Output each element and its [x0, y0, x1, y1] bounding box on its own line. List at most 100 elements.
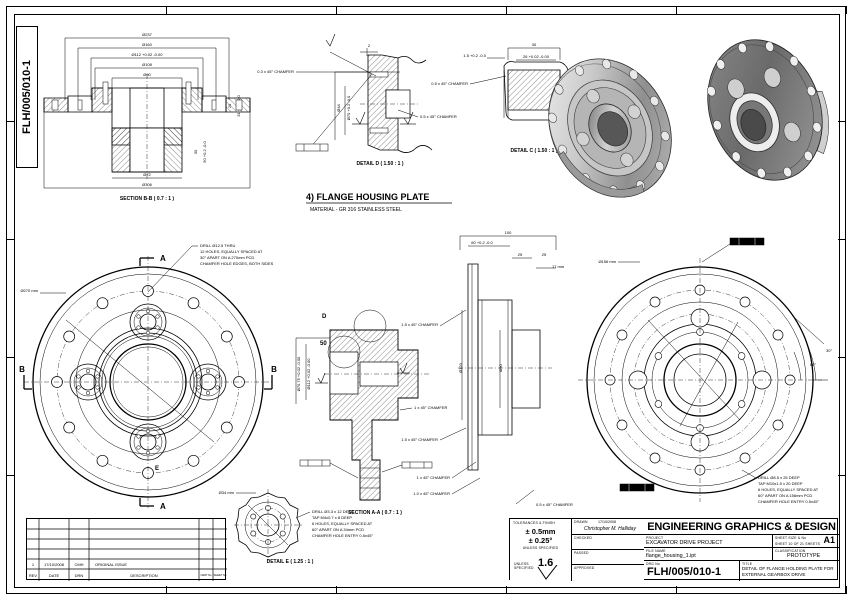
- revision-table: 1 17/10/2008 CMH ORIGINAL ISSUE REV DATE…: [26, 518, 227, 581]
- dim-side-0: 100: [505, 230, 512, 235]
- zone-left-d: [6, 357, 14, 476]
- dim-bb-10: 50 +0.2 -0.0: [202, 140, 207, 162]
- zone-top-3: [336, 6, 507, 14]
- rear-view-notes: Ø156 mm DRILL Ø8.5 x 25 DEEP TAP M10x1.5…: [598, 237, 819, 504]
- finish-caption: UNLESS SPECIFIED: [514, 562, 534, 570]
- note-e-l2: 6 HOLES, EQUALLY SPACED AT: [312, 521, 373, 526]
- dim-side-3: 25: [542, 252, 547, 257]
- sheet-size-caption: SHEET SIZE & No: [775, 536, 807, 540]
- note-e-l0: DRILL Ø3.3 x 12 DEEP: [312, 509, 354, 514]
- detail-circle-d: [353, 309, 387, 343]
- drawn-name: Christopher M. Halliday: [584, 526, 636, 532]
- detail-e-notes: Ø34 mm DRILL Ø3.3 x 12 DEEP TAP M4x0.7 x…: [219, 490, 374, 565]
- zone-bot-2: [166, 586, 337, 594]
- signature-column: DRAWN 17/10/2008 Christopher M. Halliday…: [572, 519, 644, 581]
- checked-caption: CHECKED: [574, 536, 592, 540]
- note-front-l0: DRILL Ø12.5 THRU: [200, 243, 235, 248]
- checked-cell: CHECKED: [572, 535, 644, 550]
- tolerance-caption: TOLERANCES & FINISH: [513, 521, 555, 525]
- zone-right-c: [838, 239, 846, 358]
- zone-top-1: [6, 6, 167, 14]
- note-c-0: 0.5 x 45° CHAMFER: [431, 81, 468, 86]
- dim-c-2: 1.5 +0.2 -0.0: [463, 53, 486, 58]
- zone-bot-4: [506, 586, 677, 594]
- note-e-l1: TAP M4x0.7 x 8 DEEP: [312, 515, 352, 520]
- rev-row-date: 17/10/2008: [44, 562, 65, 567]
- part-title-material: MATERIAL - GR 316 STAINLESS STEEL: [310, 207, 402, 213]
- dim-side-5: Ø120: [458, 362, 463, 373]
- file-name-value: flange_housing_1.ipt: [646, 553, 696, 559]
- label-section-bb: SECTION B-B ( 0.7 : 1 ): [120, 196, 175, 202]
- rev-row-rev: 1: [32, 562, 35, 567]
- classification-caption: CLASSIFICATION: [775, 549, 806, 553]
- detail-mark-c: 50: [320, 341, 327, 347]
- zone-left-b: [6, 121, 14, 240]
- view-front: [24, 256, 272, 508]
- detail-mark-e: E: [155, 466, 159, 472]
- dim-c-1: 26 +0.02 -0.00: [523, 54, 550, 59]
- part-title-heading: 4) FLANGE HOUSING PLATE: [306, 192, 429, 202]
- zone-left-c: [6, 239, 14, 358]
- tolerance-cell: TOLERANCES & FINISH ± 0.5mm ± 0.25° UNLE…: [510, 519, 572, 581]
- tolerance-angular: ± 0.25°: [528, 536, 553, 545]
- approved-cell: APPROVED: [572, 565, 644, 581]
- surface-finish-symbol: [537, 565, 558, 580]
- note-rear-l3: 60° APART ON A 156mm PCD: [758, 493, 812, 498]
- zone-right-d: [838, 357, 846, 476]
- company-name: ENGINEERING GRAPHICS & DESIGN: [644, 519, 839, 535]
- dim-bb-5: Ø72: [143, 172, 151, 177]
- view-detail-d: Ø44 Ø70 +0.2 -0.0 2 0.3 x 45° CHAMFE: [257, 33, 457, 167]
- rev-header-cert: CERT No: [200, 573, 212, 577]
- view-detail-c: 30 26 +0.02 -0.00 1.5 +0.2 -0.0 0.5 x 45…: [431, 42, 569, 154]
- front-bolt-holes: [51, 285, 245, 479]
- note-front-l1: 12 HOLES, EQUALLY SPACED AT: [200, 249, 263, 254]
- drawn-cell: DRAWN 17/10/2008 Christopher M. Halliday: [572, 519, 644, 535]
- bb-body: [43, 74, 251, 180]
- dim-rear-1: 30°: [826, 348, 832, 353]
- label-detail-d: DETAIL D ( 1.50 : 1 ): [356, 161, 403, 167]
- rev-header-desc: DESCRIPTION: [130, 573, 157, 578]
- dim-bb-9: 30: [193, 149, 198, 154]
- view-side-profile: 100 60 +0.2 -0.0 25 25 17 mm Ø120 Ø90: [401, 230, 573, 507]
- dim-bb-0: Ø237: [142, 32, 153, 37]
- sheet-of-text: SHEET 10 OF 21 SHEETS: [775, 542, 821, 546]
- dim-bb-6: Ø306: [142, 182, 153, 187]
- passed-caption: PASSED: [574, 551, 589, 555]
- rev-header-drn: DRN: [75, 573, 84, 578]
- project-cell: PROJECT EXCAVATOR DRIVE PROJECT: [644, 535, 773, 548]
- note-rear-l1: TAP M10x1.5 x 20 DEEP: [758, 481, 803, 486]
- dim-bb-1: Ø160: [142, 42, 153, 47]
- section-mark-a-top: A: [160, 254, 166, 263]
- dim-c-0: 30: [532, 42, 537, 47]
- dim-d-2: 2: [368, 43, 371, 48]
- dim-e-0: Ø34 mm: [219, 490, 235, 495]
- view-section-bb: Ø237 Ø160 Ø112 +0.02 -0.00 Ø108 Ø90 Ø72 …: [43, 32, 251, 202]
- note-front-l2: 30° APART ON A 270mm PCD: [200, 255, 254, 260]
- sheet-border-inner: [14, 14, 840, 588]
- note-d-0: 0.3 x 45° CHAMFER: [257, 69, 294, 74]
- label-section-aa: SECTION A-A ( 0.7 : 1 ): [348, 510, 402, 516]
- note-side-3: 1.0 x 45° CHAMFER: [413, 491, 450, 496]
- file-name-cell: FILE NAME flange_housing_1.ipt: [644, 548, 773, 561]
- approved-caption: APPROVED: [574, 566, 595, 570]
- sheet-size-cell: SHEET SIZE & No A1 SHEET 10 OF 21 SHEETS: [773, 535, 839, 548]
- classification-value: PROTOTYPE: [787, 553, 821, 559]
- drawing-title-cell: TITLE DETAIL OF FLANGE HOLDING PLATE FOR…: [740, 561, 839, 581]
- drawn-date: 17/10/2008: [598, 520, 616, 524]
- note-e-l3: 60° APART ON A 34mm PCD: [312, 527, 364, 532]
- front-view-notes: DRILL Ø12.5 THRU 12 HOLES, EQUALLY SPACE…: [20, 243, 274, 294]
- classification-cell: CLASSIFICATION PROTOTYPE: [773, 548, 839, 561]
- zone-left-e: [6, 475, 14, 594]
- sheet-border-outer: [6, 6, 846, 594]
- iso-view-rear: [706, 39, 829, 181]
- note-side-1: 1.5 x 45° CHAMFER: [401, 437, 438, 442]
- note-aa-0: 1 x 45° CHAMFER: [414, 405, 447, 410]
- revision-table-grid: 1 17/10/2008 CMH ORIGINAL ISSUE REV DATE…: [27, 519, 227, 581]
- drg-no-cell: DRG No FLH/005/010-1: [644, 561, 740, 581]
- dim-d-0: Ø44: [336, 103, 341, 111]
- rev-header-sheet: SHEET No: [214, 573, 227, 577]
- drg-no-value: FLH/005/010-1: [647, 566, 721, 578]
- zone-right-e: [838, 475, 846, 594]
- note-rear-l2: 6 HOLES, EQUALLY SPACED AT: [758, 487, 819, 492]
